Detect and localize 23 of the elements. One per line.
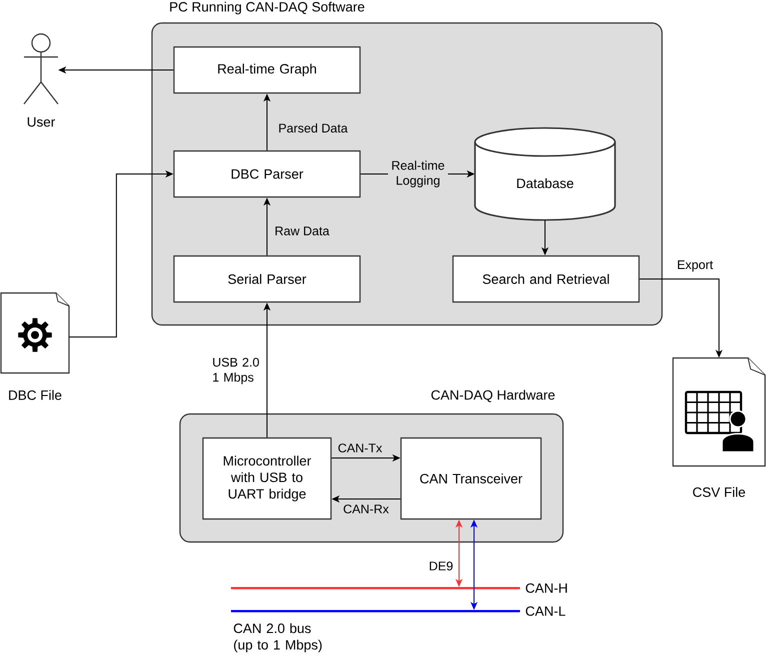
process-box: Search and Retrieval (452, 255, 640, 303)
file-label: DBC File (9, 390, 62, 400)
edge-label: Real-time Logging (388, 160, 448, 188)
group-title: CAN-DAQ Hardware (431, 390, 555, 402)
signal-label: CAN-H (526, 583, 567, 593)
process-box: Real-time Graph (173, 46, 361, 94)
edge-label: DE9 (430, 562, 453, 570)
process-box: DBC Parser (173, 150, 361, 198)
process-box: Serial Parser (173, 255, 361, 303)
signal-label: CAN-L (526, 606, 566, 616)
edge-label: CAN-Rx (344, 504, 389, 514)
file-label: CSV File (693, 487, 746, 497)
group-title: PC Running CAN-DAQ Software (170, 2, 364, 14)
database-cylinder: Database (474, 127, 616, 221)
edge-label: Parsed Data (279, 123, 348, 133)
edge-label: USB 2.0 1 Mbps (213, 358, 259, 384)
caption: CAN 2.0 bus (up to 1 Mbps) (234, 623, 322, 652)
edge-label: CAN-Tx (338, 444, 382, 452)
edge-label: Export (678, 260, 713, 272)
actor-label: User (28, 117, 56, 127)
component-box: CAN Transceiver (400, 437, 542, 520)
edge-label: Raw Data (276, 226, 330, 236)
component-box: Microcontroller with USB to UART bridge (202, 437, 332, 520)
